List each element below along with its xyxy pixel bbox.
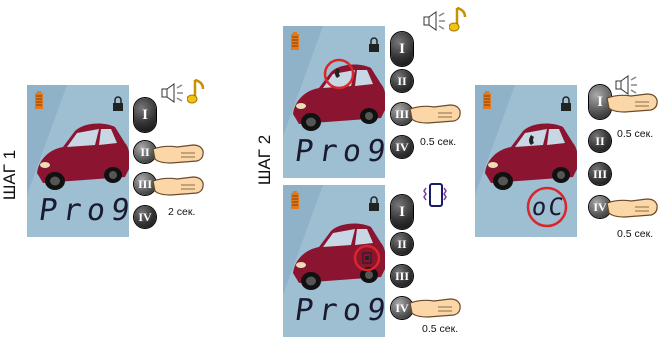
lock-icon	[113, 96, 123, 111]
button-4[interactable]: IV	[391, 136, 413, 158]
step-2-label: ШАГ 2	[255, 134, 275, 186]
highlight-circle	[526, 186, 568, 228]
car-icon	[293, 64, 385, 131]
button-1[interactable]: I	[391, 195, 413, 229]
button-4[interactable]: IV	[134, 206, 156, 228]
music-note-icon	[449, 6, 467, 32]
lcd-screen-step2-top: Pro9	[283, 26, 385, 178]
button-3[interactable]: III	[391, 103, 413, 125]
phone-icon	[335, 68, 340, 78]
button-4[interactable]: IV	[589, 196, 611, 218]
lock-icon	[561, 96, 571, 111]
battery-icon	[483, 91, 491, 109]
timing-half-sec: 0.5 сек.	[617, 228, 654, 240]
step-1-label: ШАГ 1	[0, 149, 20, 201]
speaker-icon	[423, 11, 445, 31]
button-3[interactable]: III	[134, 173, 156, 195]
finger-press-icon	[606, 93, 658, 113]
lock-icon	[369, 37, 379, 52]
car-icon	[37, 123, 129, 190]
lcd-text-prog: Pro9	[292, 134, 385, 169]
lcd-screen-step1: Pro9	[27, 85, 129, 237]
music-note-icon	[187, 78, 205, 104]
button-4[interactable]: IV	[391, 297, 413, 319]
finger-press-icon	[152, 176, 204, 196]
finger-press-icon	[606, 198, 658, 218]
phone-icon	[529, 135, 534, 145]
button-2[interactable]: II	[391, 70, 413, 92]
button-3[interactable]: III	[589, 163, 611, 185]
timing-half-sec: 0.5 сек.	[617, 128, 654, 140]
phone-icon	[362, 252, 372, 264]
button-1[interactable]: I	[391, 32, 413, 66]
battery-icon	[35, 91, 43, 109]
button-2[interactable]: II	[391, 233, 413, 255]
vibrate-icon	[423, 183, 447, 207]
timing-2s: 2 сек.	[168, 206, 196, 218]
lcd-text-prog: Pro9	[36, 193, 129, 228]
button-2[interactable]: II	[134, 141, 156, 163]
lcd-text-oc: oC	[530, 193, 567, 221]
button-1[interactable]: I	[589, 85, 611, 119]
highlight-circle	[353, 244, 381, 272]
battery-icon	[291, 191, 299, 209]
button-1[interactable]: I	[134, 98, 156, 132]
battery-icon	[291, 32, 299, 50]
highlight-circle	[323, 58, 355, 90]
finger-press-icon	[409, 104, 461, 124]
lcd-text-prog: Pro9	[292, 293, 385, 328]
timing-half-sec: 0.5 сек.	[422, 323, 459, 335]
lcd-screen-step2-bottom: Pro9	[283, 185, 385, 337]
finger-press-icon	[152, 144, 204, 164]
lock-icon	[369, 196, 379, 211]
timing-half-sec: 0.5 сек.	[420, 136, 457, 148]
speaker-icon	[161, 83, 183, 103]
button-2[interactable]: II	[589, 130, 611, 152]
speaker-icon	[615, 75, 637, 95]
button-3[interactable]: III	[391, 265, 413, 287]
lcd-screen-step2-right: oC	[475, 85, 577, 237]
finger-press-icon	[409, 298, 461, 318]
